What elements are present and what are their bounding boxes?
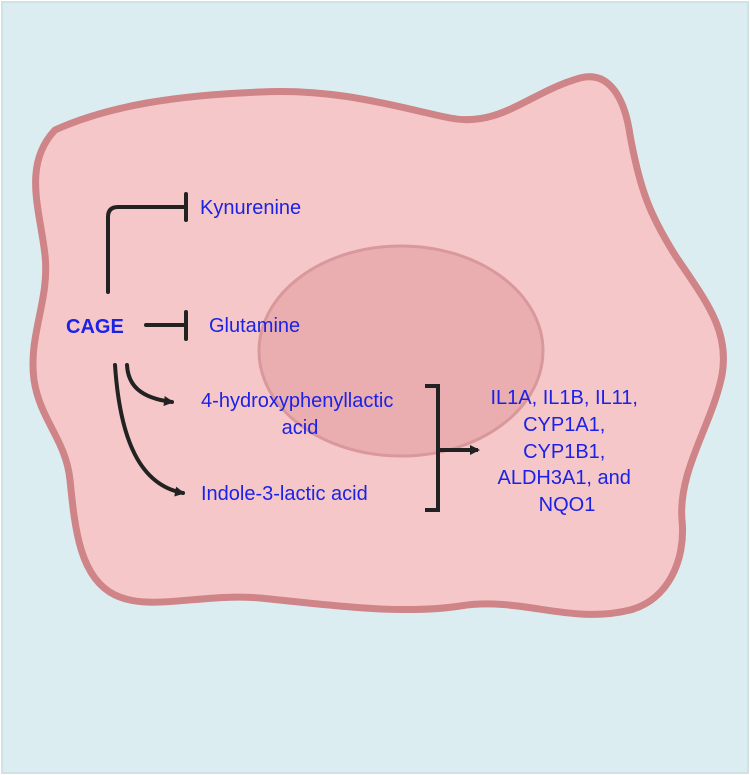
gene-targets-line-4: ALDH3A1, and [498, 467, 631, 489]
inhibition-arrow-kynurenine [106, 205, 188, 294]
glutamine-label: Glutamine [209, 315, 300, 337]
gene-targets-line-5: NQO1 [539, 494, 596, 516]
activation-arrow-indole [113, 363, 185, 497]
activation-arrow-hydroxyphenyllactic [125, 363, 174, 406]
kynurenine-label: Kynurenine [200, 197, 301, 219]
hydroxyphenyllactic-line-2: acid [282, 417, 319, 439]
hydroxyphenyllactic-line-1: 4-hydroxyphenyllactic [201, 390, 393, 412]
nucleus [257, 244, 545, 458]
gene-targets-line-1: IL1A, IL1B, IL11, [490, 387, 638, 409]
gene-targets-label: IL1A, IL1B, IL11, CYP1A1, CYP1B1, ALDH3A… [490, 387, 643, 516]
gene-targets-line-3: CYP1B1, [523, 441, 605, 463]
indole-3-lactic-acid-label: Indole-3-lactic acid [201, 483, 368, 505]
gene-targets-line-2: CYP1A1, [523, 414, 605, 436]
hydroxyphenyllactic-acid-label: 4-hydroxyphenyllactic acid [201, 390, 399, 439]
cage-label: CAGE [66, 316, 124, 338]
